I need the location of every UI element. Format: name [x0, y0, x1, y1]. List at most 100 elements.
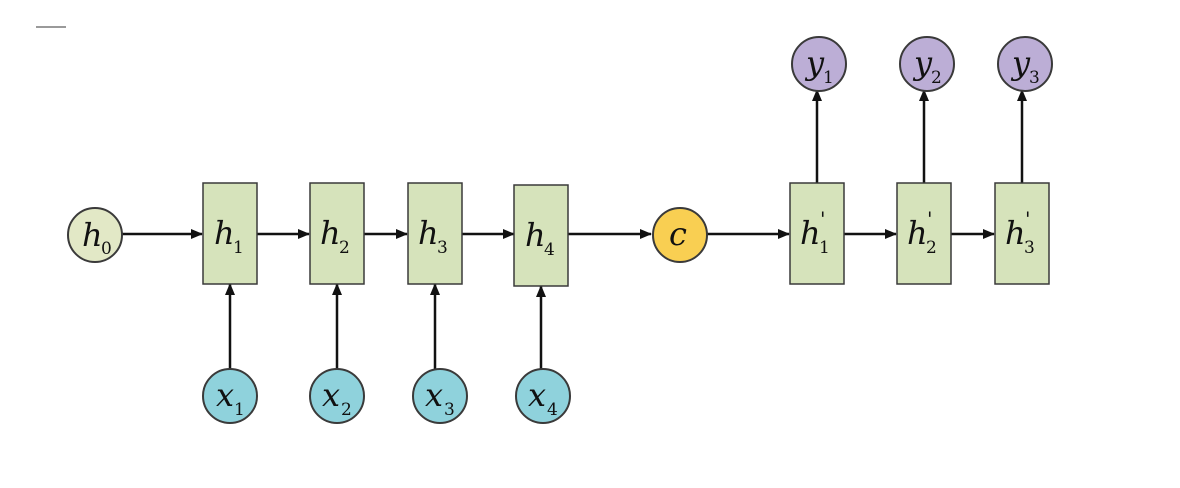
input-label-main: x [216, 376, 234, 414]
svg-text:': ' [820, 207, 826, 231]
encoder-label-sub: 1 [233, 238, 244, 258]
svg-text:3: 3 [444, 400, 455, 420]
output-label-sub: 3 [1029, 68, 1040, 88]
svg-text:h: h [418, 214, 439, 252]
svg-text:h: h [907, 214, 928, 252]
svg-text:h: h [82, 216, 103, 254]
encoder-label-sub: 4 [544, 240, 555, 260]
decoder-state-h3-prime: h ' 3 [994, 182, 1050, 285]
svg-text:y: y [804, 44, 825, 82]
svg-text:1: 1 [233, 238, 244, 258]
output-circle [997, 36, 1053, 92]
decoder-label-sub: 2 [926, 238, 937, 258]
encoder-box [202, 182, 258, 285]
svg-text:y: y [912, 44, 933, 82]
output-label-main: y [804, 44, 825, 82]
svg-text:4: 4 [544, 240, 555, 260]
encoder-label-main: h [320, 214, 341, 252]
decoder-label-prime: ' [820, 207, 826, 231]
decoder-label-sub: 1 [819, 238, 830, 258]
context-label: c [669, 215, 687, 253]
input-circle [515, 368, 571, 424]
encoder-box [407, 182, 463, 285]
decoder-label-main: h [800, 214, 821, 252]
input-circle [202, 368, 258, 424]
encoder-label-main: h [418, 214, 439, 252]
output-label-sub: 2 [931, 68, 942, 88]
input-label-sub: 3 [444, 400, 455, 420]
svg-text:4: 4 [547, 400, 558, 420]
output-label-main: y [912, 44, 933, 82]
h0-main: h [82, 216, 103, 254]
svg-text:1: 1 [823, 68, 834, 88]
output-node-y1: y 1 [791, 36, 847, 92]
svg-text:x: x [216, 376, 234, 414]
decoder-label-prime: ' [1025, 207, 1031, 231]
decoder-state-h1-prime: h ' 1 [789, 182, 845, 285]
svg-text:y: y [1010, 44, 1031, 82]
svg-text:h: h [214, 214, 235, 252]
arrows [122, 89, 1027, 370]
output-node-y2: y 2 [899, 36, 955, 92]
svg-text:2: 2 [926, 238, 937, 258]
svg-text:3: 3 [437, 238, 448, 258]
encoder-label-sub: 3 [437, 238, 448, 258]
input-node-x4: x 4 [515, 368, 571, 424]
encoder-state-h4: h 4 [513, 184, 569, 287]
svg-text:h: h [1005, 214, 1026, 252]
svg-text:2: 2 [339, 238, 350, 258]
decoder-label-main: h [1005, 214, 1026, 252]
encoder-box [513, 184, 569, 287]
svg-text:x: x [528, 376, 546, 414]
svg-text:h: h [525, 216, 546, 254]
svg-text:c: c [669, 215, 687, 253]
encoder-state-h1: h 1 [202, 182, 258, 285]
encoder-box [309, 182, 365, 285]
svg-text:3: 3 [1029, 68, 1040, 88]
input-node-x3: x 3 [412, 368, 468, 424]
output-label-main: y [1010, 44, 1031, 82]
input-circle [412, 368, 468, 424]
input-node-x1: x 1 [202, 368, 258, 424]
initial-state-node: h 0 [67, 207, 123, 263]
decoder-box [994, 182, 1050, 285]
output-circle [899, 36, 955, 92]
decoder-label-main: h [907, 214, 928, 252]
svg-text:': ' [927, 207, 933, 231]
output-circle [791, 36, 847, 92]
h0-sub: 0 [101, 239, 112, 259]
svg-text:h: h [320, 214, 341, 252]
decoder-label-prime: ' [927, 207, 933, 231]
encoder-label-main: h [214, 214, 235, 252]
encoder-state-h2: h 2 [309, 182, 365, 285]
decoder-state-h2-prime: h ' 2 [896, 182, 952, 285]
decoder-label-sub: 3 [1024, 238, 1035, 258]
svg-text:1: 1 [819, 238, 830, 258]
encoder-label-main: h [525, 216, 546, 254]
svg-text:x: x [322, 376, 340, 414]
input-label-sub: 4 [547, 400, 558, 420]
svg-text:2: 2 [341, 400, 352, 420]
svg-text:2: 2 [931, 68, 942, 88]
svg-text:x: x [425, 376, 443, 414]
decoder-box [896, 182, 952, 285]
input-label-main: x [322, 376, 340, 414]
h0-circle [67, 207, 123, 263]
encoder-state-h3: h 3 [407, 182, 463, 285]
decoder-box [789, 182, 845, 285]
input-label-main: x [425, 376, 443, 414]
svg-text:h: h [800, 214, 821, 252]
svg-text:0: 0 [101, 239, 112, 259]
encoder-label-sub: 2 [339, 238, 350, 258]
input-label-main: x [528, 376, 546, 414]
input-circle [309, 368, 365, 424]
svg-text:3: 3 [1024, 238, 1035, 258]
input-node-x2: x 2 [309, 368, 365, 424]
context-circle [652, 207, 708, 263]
input-label-sub: 1 [234, 400, 245, 420]
input-label-sub: 2 [341, 400, 352, 420]
context-node: c [652, 207, 708, 263]
output-node-y3: y 3 [997, 36, 1053, 92]
